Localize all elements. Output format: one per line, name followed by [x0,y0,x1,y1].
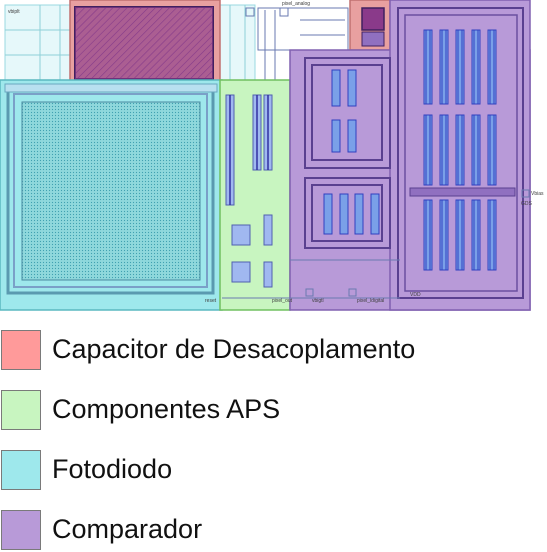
legend-item-comparator: Comparador [0,510,547,552]
legend-label-photodiode: Fotodiodo [52,454,173,484]
chip-layout-diagram: vbiplt pixel_analog Vbias GDS reset pixe… [0,0,544,311]
label-bottom-2: pixel_out [272,298,293,304]
legend-item-aps: Componentes APS [0,390,547,432]
legend-label-comparator: Comparador [52,514,203,544]
label-bottom-1: reset [205,298,217,304]
legend-swatch-comparator [1,510,41,550]
label-top-middle: pixel_analog [282,1,310,7]
label-right-mid: GDS [521,201,533,207]
legend-swatch-capacitor [1,330,41,370]
legend-label-aps: Componentes APS [52,394,281,424]
label-bottom-4: vbigtl [312,298,324,304]
label-right-top: Vbias [531,191,544,197]
label-bottom-5: VDD [410,292,421,298]
legend-swatch-aps [1,390,41,430]
legend-item-photodiode: Fotodiodo [0,450,547,492]
legend-swatch-photodiode [1,450,41,490]
legend-label-capacitor: Capacitor de Desacoplamento [52,334,416,364]
legend-item-capacitor: Capacitor de Desacoplamento [0,330,547,372]
label-bottom-3: pixel_ldigital [357,298,384,304]
label-top-left: vbiplt [8,9,20,15]
photodiode-array [21,101,201,281]
